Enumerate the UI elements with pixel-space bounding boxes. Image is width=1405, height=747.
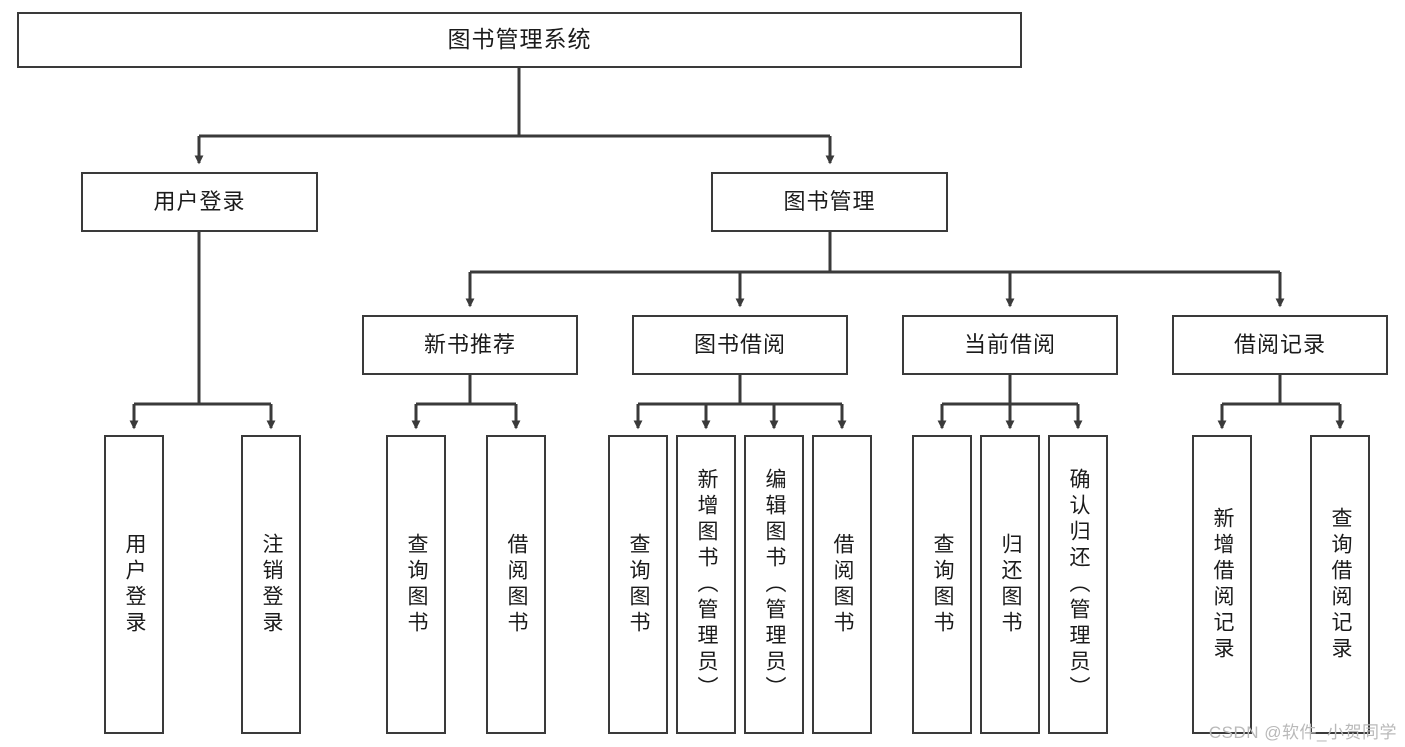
node-current-borrow[interactable]: 当前借阅 (902, 315, 1118, 375)
node-new-book-recommend[interactable]: 新书推荐 (362, 315, 578, 375)
node-label: 新增借阅记录 (1211, 506, 1235, 663)
node-leaf-return-book[interactable]: 归还图书 (980, 435, 1040, 734)
node-leaf-logout[interactable]: 注销登录 (241, 435, 301, 734)
node-leaf-query-book-2[interactable]: 查询图书 (608, 435, 668, 734)
node-label: 查询图书 (931, 532, 955, 637)
node-label: 编辑图书（管理员） (763, 467, 787, 702)
node-book-management[interactable]: 图书管理 (711, 172, 948, 232)
node-root-library-system[interactable]: 图书管理系统 (17, 12, 1022, 68)
node-leaf-query-record[interactable]: 查询借阅记录 (1310, 435, 1370, 734)
node-label: 确认归还（管理员） (1067, 467, 1091, 702)
node-label: 借阅图书 (505, 532, 529, 637)
csdn-watermark: CSDN @软件_小贺同学 (1208, 723, 1397, 742)
node-label: 注销登录 (260, 532, 284, 637)
node-leaf-confirm-return[interactable]: 确认归还（管理员） (1048, 435, 1108, 734)
node-leaf-add-book[interactable]: 新增图书（管理员） (676, 435, 736, 734)
node-leaf-edit-book[interactable]: 编辑图书（管理员） (744, 435, 804, 734)
node-book-borrow[interactable]: 图书借阅 (632, 315, 848, 375)
node-leaf-query-book-3[interactable]: 查询图书 (912, 435, 972, 734)
node-label: 图书管理 (783, 188, 876, 214)
node-label: 归还图书 (999, 532, 1023, 637)
node-label: 用户登录 (123, 532, 147, 637)
node-leaf-borrow-book-2[interactable]: 借阅图书 (812, 435, 872, 734)
node-label: 图书借阅 (693, 331, 786, 357)
node-label: 借阅记录 (1233, 331, 1326, 357)
node-label: 借阅图书 (831, 532, 855, 637)
node-leaf-user-login[interactable]: 用户登录 (104, 435, 164, 734)
node-leaf-query-book-1[interactable]: 查询图书 (386, 435, 446, 734)
node-label: 新书推荐 (423, 331, 516, 357)
node-label: 当前借阅 (963, 331, 1056, 357)
node-label: 新增图书（管理员） (695, 467, 719, 702)
node-leaf-add-record[interactable]: 新增借阅记录 (1192, 435, 1252, 734)
node-label: 查询图书 (627, 532, 651, 637)
node-label: 用户登录 (153, 188, 246, 214)
node-label: 查询借阅记录 (1329, 506, 1353, 663)
node-label: 图书管理系统 (447, 26, 592, 53)
node-user-login[interactable]: 用户登录 (81, 172, 318, 232)
node-borrow-record[interactable]: 借阅记录 (1172, 315, 1388, 375)
node-leaf-borrow-book-1[interactable]: 借阅图书 (486, 435, 546, 734)
node-label: 查询图书 (405, 532, 429, 637)
